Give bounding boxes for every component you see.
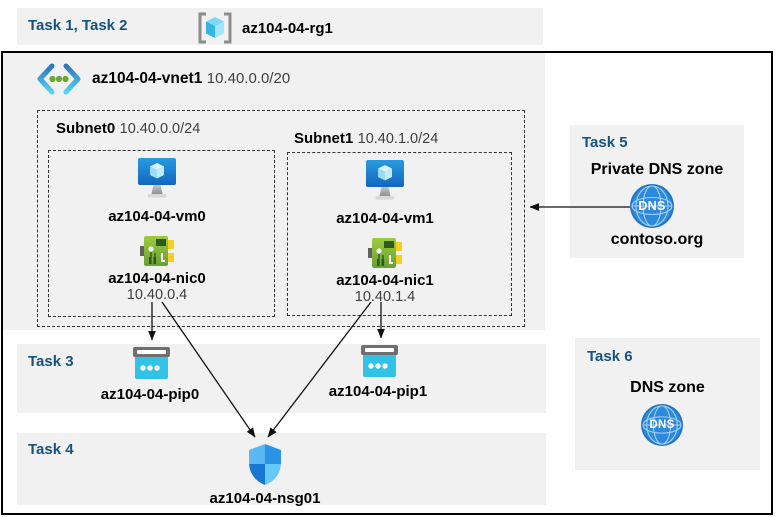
nic1-icon <box>368 237 402 269</box>
task5-box: Task 5 Private DNS zone DNS contoso.org <box>570 125 744 258</box>
resource-group-name: az104-04-rg1 <box>242 20 333 37</box>
pip0-name: az104-04-pip0 <box>100 386 200 403</box>
virtual-network-icon <box>36 61 82 97</box>
dns-zone-icon-text: DNS <box>649 419 675 431</box>
nic1-name: az104-04-nic1 <box>336 272 434 289</box>
nsg-icon <box>248 443 282 486</box>
vnet-name: az104-04-vnet1 <box>92 70 203 87</box>
resource-group-icon <box>196 11 234 45</box>
task4-label: Task 4 <box>28 441 74 458</box>
task12-label: Task 1, Task 2 <box>28 17 128 34</box>
task5-label: Task 5 <box>582 134 628 151</box>
task6-box: Task 6 DNS zone DNS <box>575 338 760 470</box>
pip1-icon <box>361 345 398 378</box>
nsg-name: az104-04-nsg01 <box>209 490 321 507</box>
vnet-title: az104-04-vnet1 10.40.0.0/20 <box>92 70 290 88</box>
subnet1-cidr: 10.40.1.0/24 <box>357 131 439 147</box>
subnet1-box <box>287 152 512 316</box>
private-dns-icon-text: DNS <box>638 199 666 213</box>
task6-title: DNS zone <box>630 379 705 396</box>
task12-band: Task 1, Task 2 <box>17 8 543 45</box>
subnet1-name: Subnet1 <box>294 130 354 147</box>
subnet1-title: Subnet1 10.40.1.0/24 <box>294 130 438 148</box>
vm1-name: az104-04-vm1 <box>336 210 434 227</box>
dns-zone-icon: DNS <box>641 404 683 446</box>
nic0-ip: 10.40.0.4 <box>126 287 188 303</box>
vm1-icon <box>365 159 405 202</box>
subnet0-cidr: 10.40.0.0/24 <box>119 121 201 137</box>
private-dns-icon: DNS <box>630 184 674 228</box>
vm0-icon <box>137 157 177 200</box>
subnet0-name: Subnet0 <box>56 120 116 137</box>
task3-label: Task 3 <box>28 353 74 370</box>
task4-band: Task 4 <box>17 433 546 505</box>
nic1-ip: 10.40.1.4 <box>354 289 416 305</box>
pip1-name: az104-04-pip1 <box>328 383 428 400</box>
task5-title: Private DNS zone <box>590 161 724 178</box>
nic0-name: az104-04-nic0 <box>108 270 206 287</box>
nic0-icon <box>140 235 174 267</box>
task6-label: Task 6 <box>587 348 633 365</box>
subnet0-title: Subnet0 10.40.0.0/24 <box>56 120 200 138</box>
vnet-cidr: 10.40.0.0/20 <box>206 70 291 87</box>
pip0-icon <box>133 347 170 380</box>
task5-zone-name: contoso.org <box>610 231 704 248</box>
vm0-name: az104-04-vm0 <box>108 208 206 225</box>
